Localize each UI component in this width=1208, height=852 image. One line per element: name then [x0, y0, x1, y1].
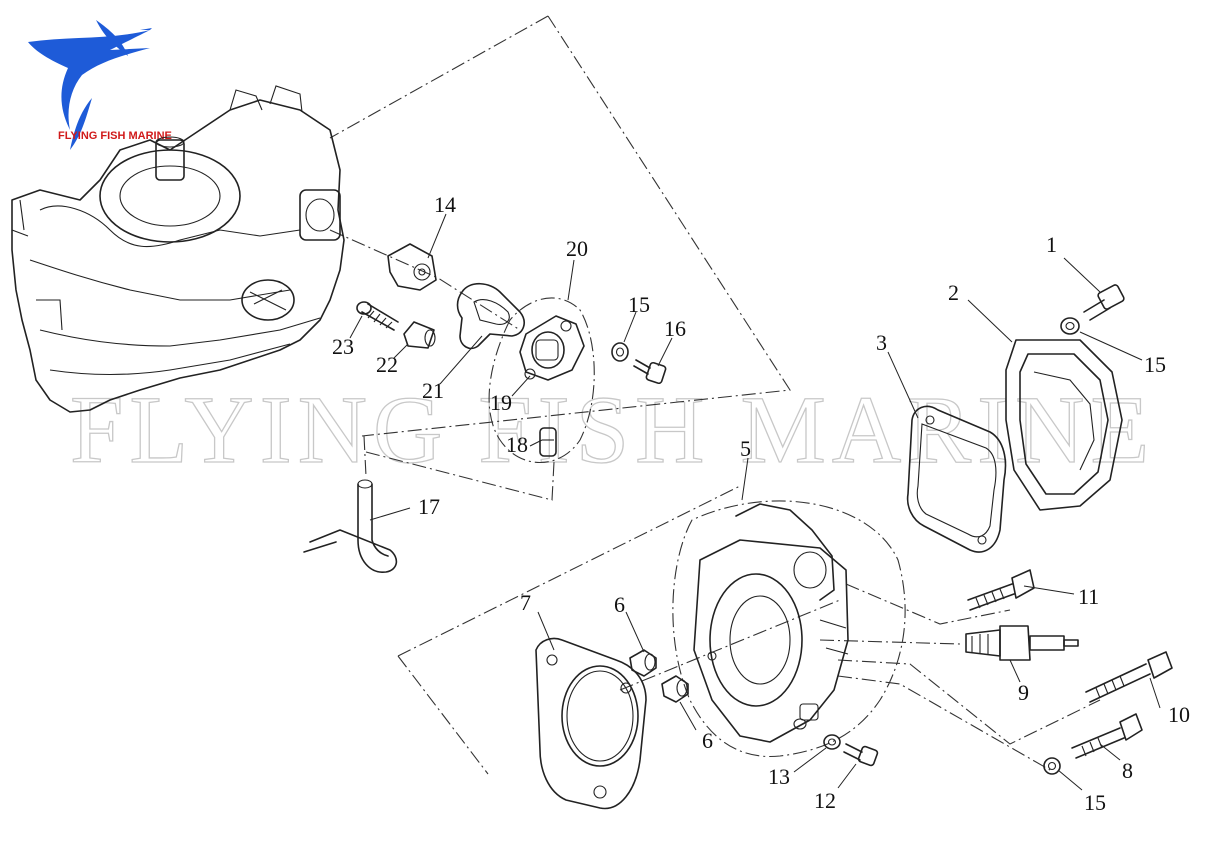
part-11-bolt — [967, 569, 1035, 611]
lower-group-outline-2 — [397, 655, 489, 775]
part-6-dowel-upper — [629, 649, 657, 677]
callout-6-lower: 6 — [702, 728, 713, 753]
callout-3: 3 — [876, 330, 887, 355]
part-23-bolt — [356, 301, 399, 331]
callout-9: 9 — [1018, 680, 1029, 705]
part-9-spark-plug — [965, 625, 1079, 661]
callout-12: 12 — [814, 788, 836, 813]
lower-group-outline — [397, 485, 741, 657]
part-1-bolt — [1083, 284, 1125, 321]
callout-10: 10 — [1168, 702, 1190, 727]
callout-18: 18 — [506, 432, 528, 457]
head-group-outline — [672, 500, 906, 758]
callout-14: 14 — [434, 192, 456, 217]
logo-text: FLYING FISH MARINE — [58, 130, 172, 142]
part-10-bolt — [1085, 651, 1173, 703]
part-22-bushing — [403, 321, 436, 349]
engine-block — [11, 85, 345, 413]
part-6-dowel-lower — [661, 675, 689, 703]
bolt11-axis — [845, 583, 1011, 625]
leader-lines — [349, 213, 1161, 791]
callout-5: 5 — [740, 436, 751, 461]
callout-15-lower: 15 — [1084, 790, 1106, 815]
callout-16: 16 — [664, 316, 686, 341]
callout-1: 1 — [1046, 232, 1057, 257]
callout-15-cover: 15 — [1144, 352, 1166, 377]
callout-23: 23 — [332, 334, 354, 359]
callout-6-upper: 6 — [614, 592, 625, 617]
callout-21: 21 — [422, 378, 444, 403]
plug9-axis — [819, 639, 961, 645]
part-19-cover — [519, 315, 585, 381]
flying-fish-logo: FLYING FISH MARINE — [28, 20, 172, 150]
part-7-head-gasket — [535, 637, 647, 810]
callout-13: 13 — [768, 764, 790, 789]
callout-20: 20 — [566, 236, 588, 261]
watermark: FLYING FISH MARINE — [70, 376, 1155, 483]
callout-2: 2 — [948, 280, 959, 305]
callout-8: 8 — [1122, 758, 1133, 783]
callout-19: 19 — [490, 390, 512, 415]
part-12-bolt — [843, 743, 879, 767]
bolt10-axis — [837, 659, 1101, 745]
upper-group-outline-2 — [361, 15, 791, 437]
callout-22: 22 — [376, 352, 398, 377]
part-13-washer — [823, 734, 841, 750]
thermostat-group-outline — [488, 297, 595, 463]
plug-leader-line — [365, 451, 555, 501]
part-15-washer-cover — [1060, 317, 1080, 335]
part-15-washer-lower — [1043, 757, 1061, 775]
hose-leader-line — [363, 435, 367, 477]
part-3-gasket — [906, 405, 1007, 553]
callout-17: 17 — [418, 494, 440, 519]
part-15-washer-upper — [611, 342, 629, 362]
callout-15-upper: 15 — [628, 292, 650, 317]
part-21-gasket — [456, 282, 525, 350]
callout-11: 11 — [1078, 584, 1099, 609]
head-center-axis — [619, 599, 841, 691]
callout-7: 7 — [520, 590, 531, 615]
part-17-hose — [303, 479, 398, 573]
part-14-fitting — [387, 243, 437, 291]
part-5-cylinder-head — [693, 503, 849, 743]
part-2-cover — [1005, 339, 1123, 511]
bolt8-axis — [837, 675, 1051, 771]
upper-group-outline — [329, 15, 549, 139]
part-8-bolt — [1071, 713, 1143, 759]
part-18-plug — [539, 427, 557, 457]
